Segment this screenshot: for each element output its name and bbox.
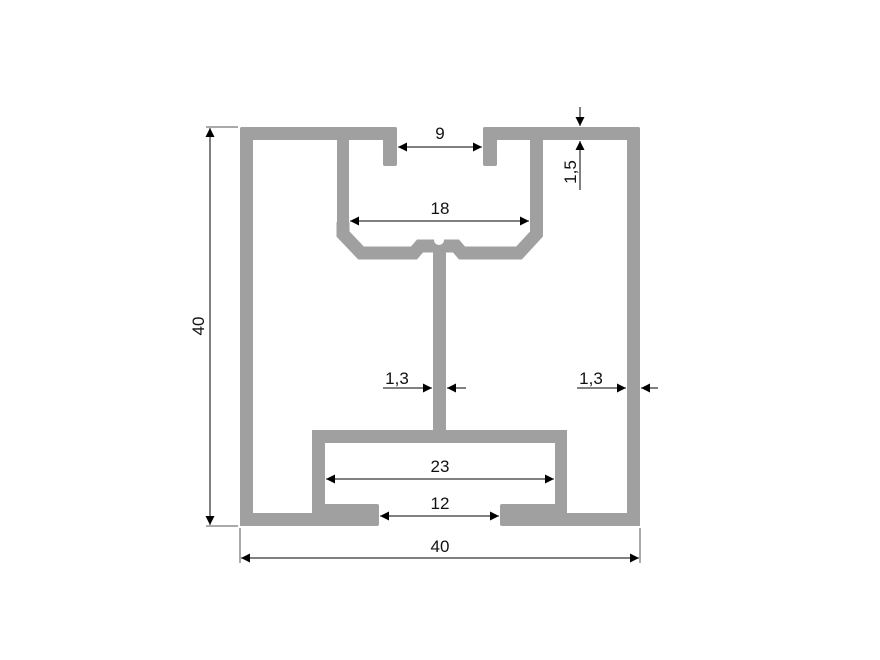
bottom-channel-label: 23 (431, 457, 450, 476)
profile-section (240, 127, 640, 526)
top-slot-label: 9 (435, 124, 444, 143)
top-wall-label: 1,5 (561, 160, 580, 184)
bottom-slot-label: 12 (431, 494, 450, 513)
dimension-overall-width: 40 (239, 528, 641, 563)
overall-height-label: 40 (189, 317, 208, 336)
dimension-bottom-channel: 23 (326, 457, 554, 484)
dimension-top-channel: 18 (350, 199, 529, 226)
dimension-overall-height: 40 (189, 126, 238, 527)
dimension-side-wall: 1,3 (577, 369, 658, 393)
dimension-bottom-slot: 12 (380, 494, 499, 521)
overall-width-label: 40 (431, 537, 450, 556)
web-label: 1,3 (385, 369, 409, 388)
top-channel-label: 18 (431, 199, 450, 218)
side-wall-label: 1,3 (579, 369, 603, 388)
dimension-top-slot: 9 (398, 124, 482, 152)
dimension-web: 1,3 (383, 369, 466, 393)
dimension-top-wall: 1,5 (561, 107, 585, 190)
